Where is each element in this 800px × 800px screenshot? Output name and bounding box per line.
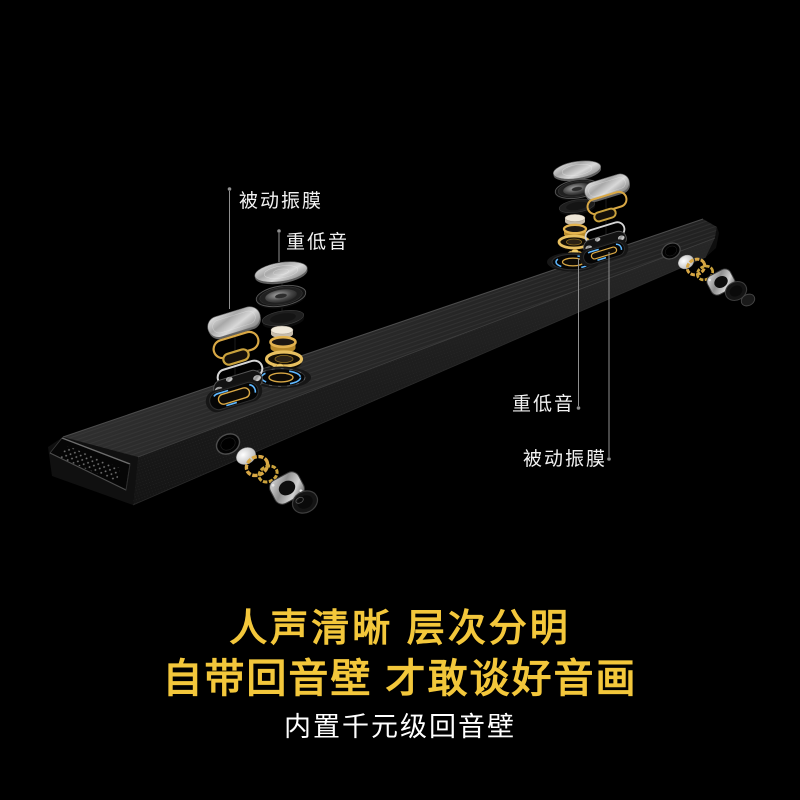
subwoofer-diaphragm-disc <box>552 160 602 182</box>
headline-block: 人声清晰 层次分明 自带回音壁 才敢谈好音画 内置千元级回音壁 <box>0 606 800 744</box>
soundbar-right-endcap <box>706 227 719 257</box>
subwoofer-spider-disc <box>558 198 596 216</box>
headline-subline: 内置千元级回音壁 <box>284 712 516 742</box>
callout-left-subwoofer: 重低音 <box>286 232 350 253</box>
black-diaphragm <box>291 490 319 514</box>
headline-line1: 人声清晰 层次分明 <box>229 608 571 650</box>
callout-leader-lines <box>227 187 611 461</box>
gold-coil-ring <box>244 454 270 478</box>
headline-line2: 自带回音壁 才敢谈好音画 <box>162 657 638 701</box>
subwoofer-magnet <box>557 234 591 251</box>
black-diaphragm <box>724 280 748 302</box>
callout-right-passive-radiator: 被动振膜 <box>523 449 608 470</box>
soundbar-front-texture <box>133 238 715 505</box>
passive-radiator-plate <box>584 173 630 203</box>
callout-left-passive-radiator: 被动振膜 <box>239 191 324 212</box>
subwoofer-voicecoil-former <box>564 214 586 226</box>
subwoofer-diaphragm-disc <box>254 261 308 285</box>
callout-right-subwoofer: 重低音 <box>512 394 576 415</box>
radiator-mount-recess <box>579 239 629 267</box>
left-side-driver-assembly <box>215 433 319 514</box>
gold-coil-ring <box>685 257 707 277</box>
subwoofer-spider-disc <box>261 310 305 329</box>
white-disc <box>678 254 694 270</box>
right-passive-radiator-stack <box>579 173 630 267</box>
gold-coil-ring <box>257 464 279 484</box>
small-gold-oval <box>222 348 250 366</box>
subwoofer-voicecoil-former <box>270 325 294 338</box>
subwoofer-mount-recess <box>251 366 311 389</box>
corner-grille <box>49 437 131 491</box>
passive-radiator-plate <box>207 306 261 340</box>
right-side-driver-assembly <box>661 242 756 307</box>
left-subwoofer-stack <box>251 261 311 389</box>
subwoofer-cone <box>255 284 307 309</box>
small-end-disc <box>740 293 756 307</box>
small-gold-oval <box>593 207 617 223</box>
port-hole <box>661 242 681 260</box>
radiator-mount-recess <box>205 379 263 413</box>
soundbar-body <box>48 218 719 506</box>
subwoofer-voicecoil <box>269 335 297 353</box>
port-hole <box>215 433 241 455</box>
left-passive-radiator-stack <box>205 306 264 413</box>
